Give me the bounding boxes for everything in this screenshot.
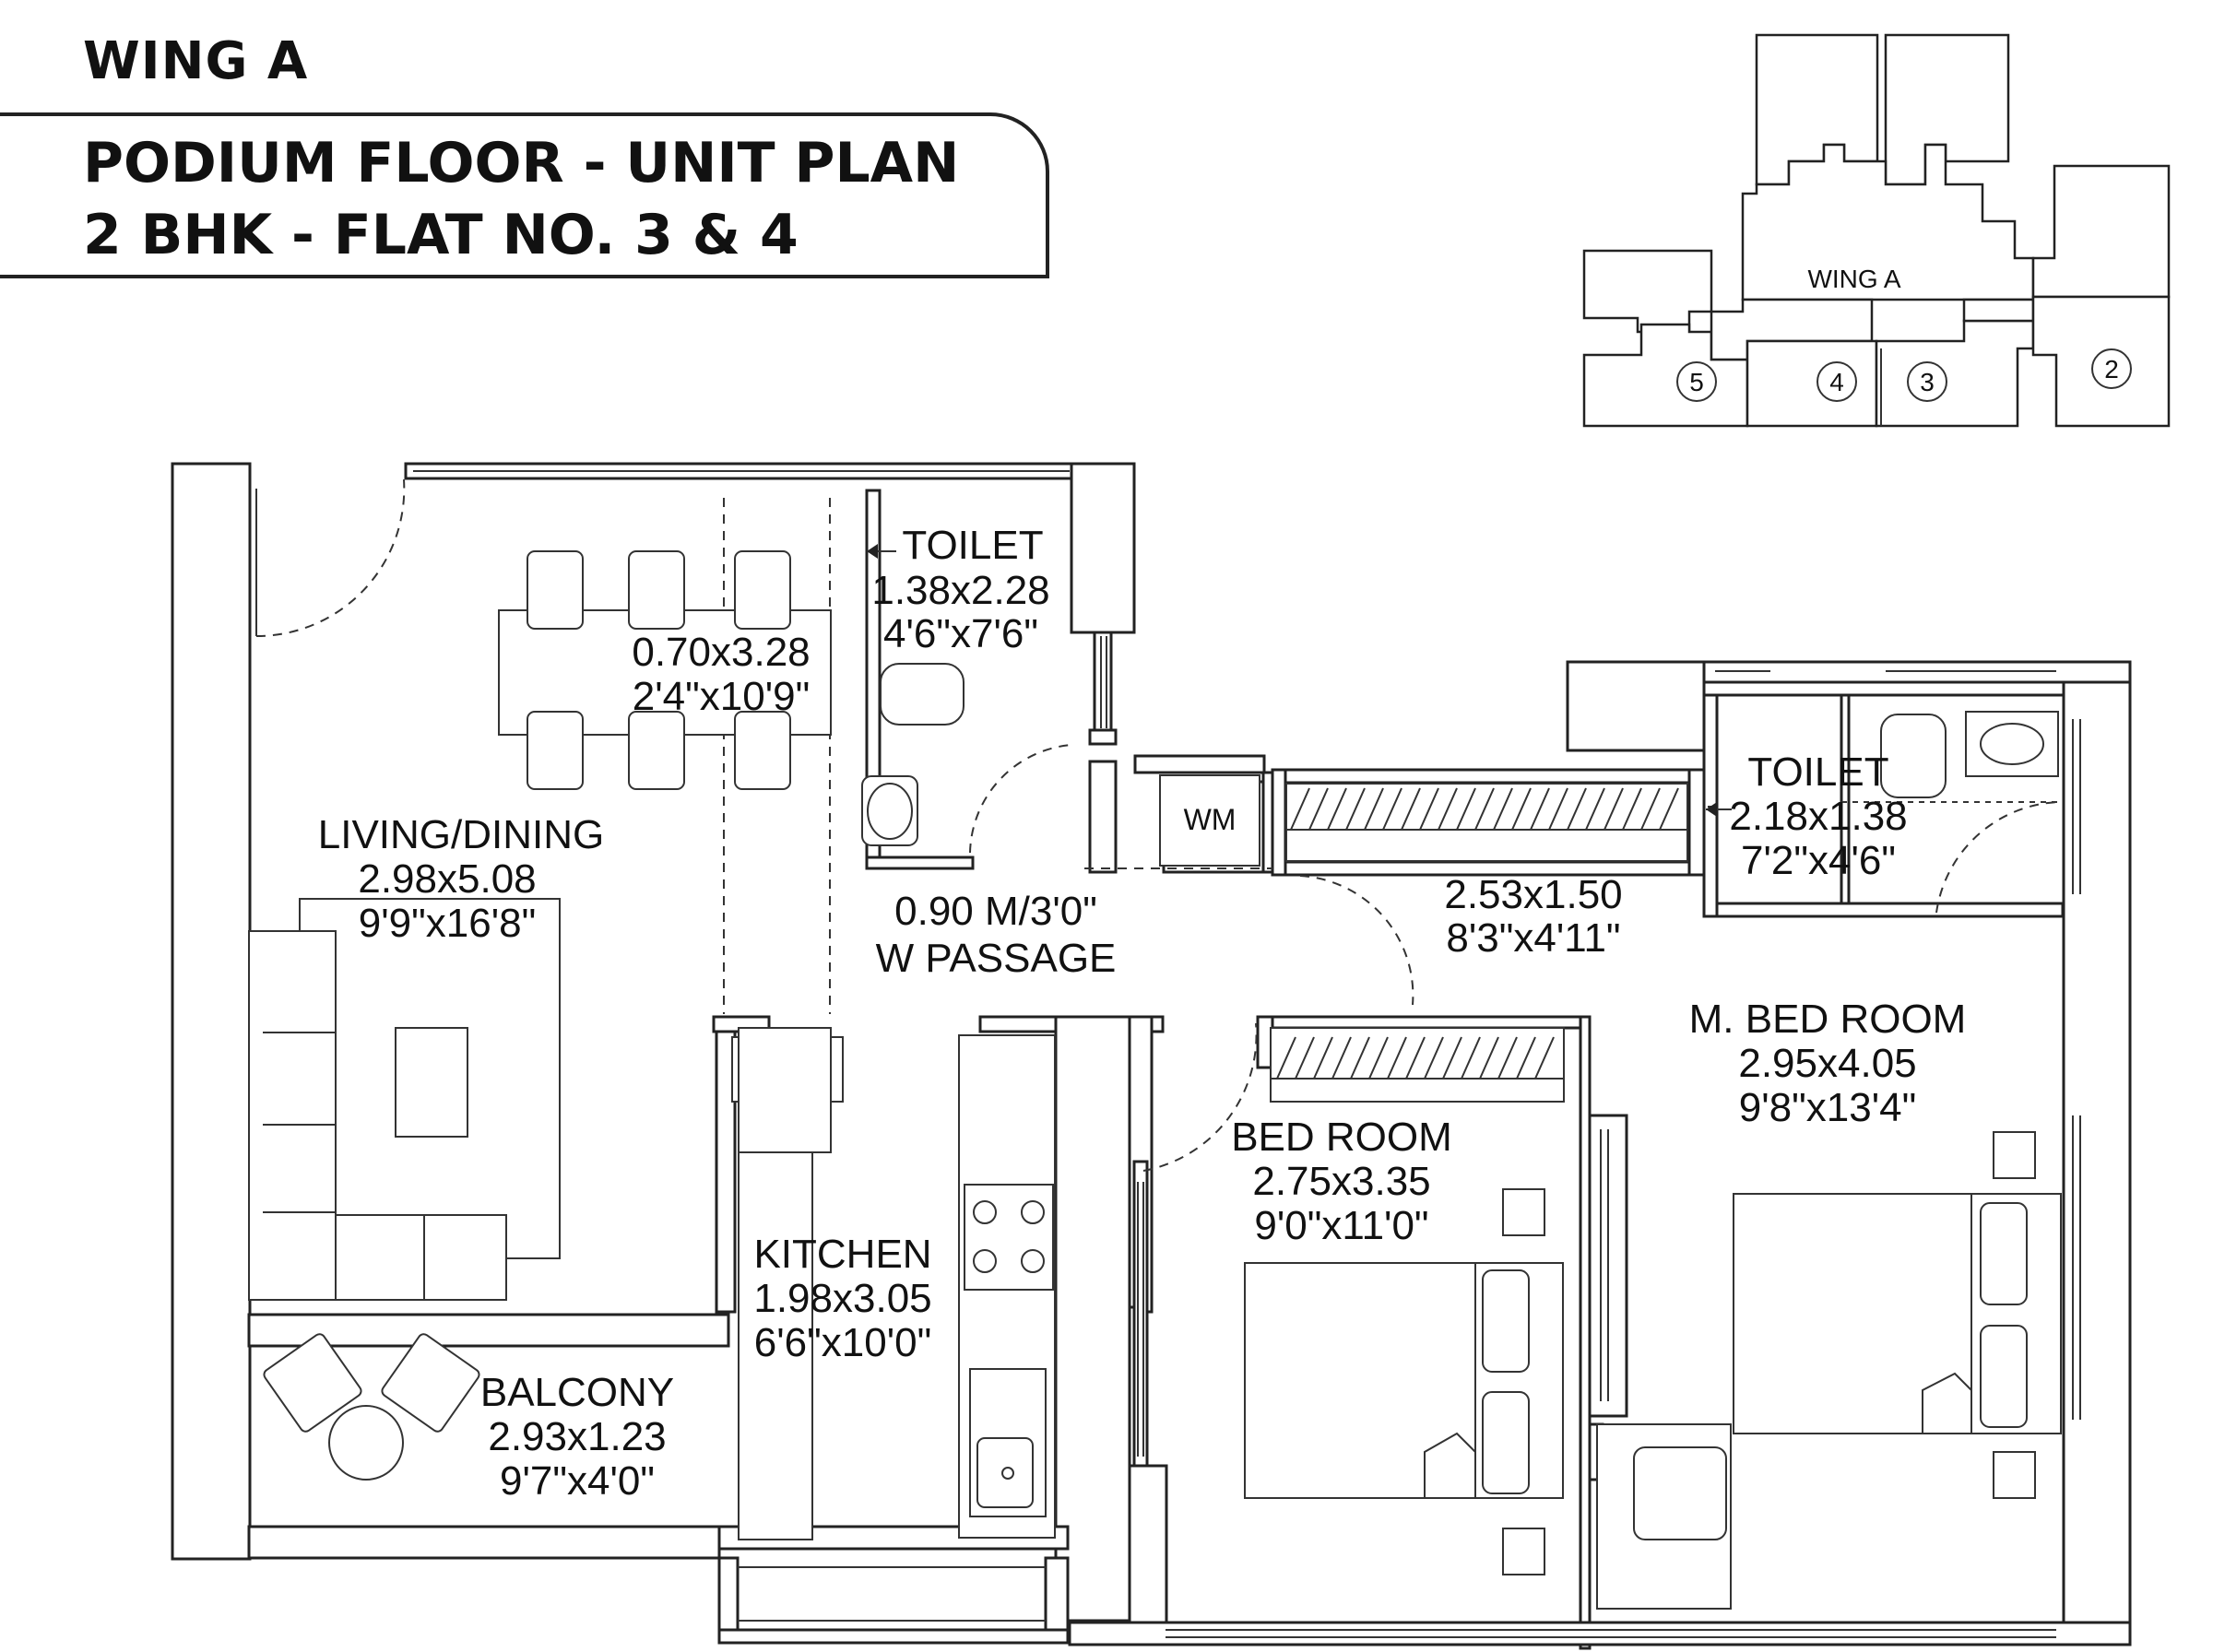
cooktop — [964, 1184, 1054, 1291]
title-line-2: 2 BHK - FLAT NO. 3 & 4 — [83, 203, 799, 267]
toilet-common-size-m: 1.38x2.28 — [871, 568, 1049, 613]
bedroom-name: BED ROOM — [1231, 1115, 1452, 1160]
flat-number-5: 5 — [1689, 368, 1704, 396]
toilet-master-size-ft: 7'2"x4'6" — [1741, 838, 1896, 883]
toilet-common-name: TOILET — [902, 523, 1043, 568]
master-bedroom-name: M. BED ROOM — [1689, 997, 1967, 1042]
flat-marker-5 — [1676, 361, 1717, 402]
balcony-size-m: 2.93x1.23 — [488, 1414, 666, 1459]
key-plan: WING A 5 4 3 2 — [1582, 33, 2171, 428]
toilet-master-name: TOILET — [1747, 749, 1888, 795]
flat-marker-3 — [1907, 361, 1947, 402]
title-box — [0, 112, 1049, 278]
coffee-table — [395, 1027, 468, 1138]
wardrobe-top — [1285, 783, 1688, 862]
toilet-master-size-m: 2.18x1.38 — [1729, 794, 1907, 839]
living-dining-size-ft: 9'9"x16'8" — [359, 901, 536, 946]
flat-marker-2 — [2091, 348, 2132, 389]
doors — [255, 478, 2059, 1172]
entry-arrows — [867, 544, 1732, 817]
kitchen-size-ft: 6'6"x10'0" — [754, 1320, 931, 1365]
living-dining-name: LIVING/DINING — [318, 812, 605, 857]
wardrobe-area-size-m: 2.53x1.50 — [1444, 872, 1622, 917]
balcony-size-ft: 9'7"x4'0" — [500, 1458, 655, 1504]
passage-size: 0.90 M/3'0" — [894, 889, 1097, 934]
wardrobe-area-size-ft: 8'3"x4'11" — [1446, 915, 1620, 961]
balcony-table — [328, 1405, 404, 1481]
kitchen-name: KITCHEN — [753, 1232, 931, 1277]
dining-table-size-ft: 2'4"x10'9" — [633, 674, 810, 719]
flat-number-3: 3 — [1920, 368, 1935, 396]
living-dining-size-m: 2.98x5.08 — [358, 856, 536, 902]
flat-number-4: 4 — [1829, 368, 1844, 396]
windows — [413, 470, 2081, 1638]
walls — [171, 462, 2132, 1650]
flat-marker-4 — [1817, 361, 1857, 402]
dining-table-size-m: 0.70x3.28 — [632, 630, 810, 675]
master-bedroom-size-m: 2.95x4.05 — [1738, 1041, 1916, 1086]
key-plan-wing-label: WING A — [1807, 265, 1900, 293]
wm-label: WM — [1184, 803, 1237, 836]
bedroom-size-m: 2.75x3.35 — [1252, 1159, 1430, 1204]
kitchen-size-m: 1.98x3.05 — [753, 1276, 931, 1321]
balcony-name: BALCONY — [480, 1370, 674, 1415]
washing-machine — [1159, 774, 1260, 867]
toilet-common-size-ft: 4'6"x7'6" — [883, 611, 1038, 656]
wing-label: WING A — [83, 31, 309, 91]
flat-number-2: 2 — [2104, 355, 2119, 384]
passage-name: W PASSAGE — [876, 936, 1117, 981]
master-bedroom-size-ft: 9'8"x13'4" — [1739, 1085, 1916, 1130]
room-labels: TOILET 1.38x2.28 4'6"x7'6" 0.70x3.28 2'4… — [318, 523, 1967, 1504]
furniture: WM — [248, 550, 2062, 1610]
bedroom-size-ft: 9'0"x11'0" — [1254, 1203, 1428, 1248]
title-line-1: PODIUM FLOOR - UNIT PLAN — [83, 131, 960, 195]
wardrobe-bedroom — [1270, 1027, 1565, 1103]
